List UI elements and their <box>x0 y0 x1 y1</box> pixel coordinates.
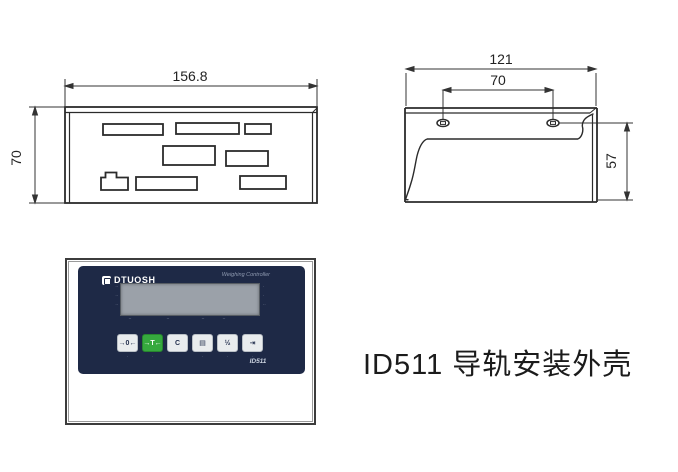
side-width-dim-label: 121 <box>489 51 513 67</box>
clear-button: C <box>167 334 188 352</box>
key-sub-mark: · <box>151 354 154 359</box>
front-frame-inner-line <box>68 261 313 422</box>
key-sub-mark: · <box>251 354 254 359</box>
rear-height-dim-label: 70 <box>8 150 24 166</box>
rail-clip-profile <box>405 113 594 201</box>
mounting-hole-right-slot <box>550 121 556 125</box>
front-panel-view: DTUOSH Weighing Controller ·· ·· ·· · · … <box>65 258 316 425</box>
lcd-bottom-mark: – <box>201 315 205 320</box>
cutout-slot-1 <box>102 123 164 136</box>
side-hole-spacing-dim-label: 70 <box>490 72 506 88</box>
tare-button: →T← <box>142 334 163 352</box>
side-height-dim-label: 57 <box>603 153 619 169</box>
lcd-left-indicator: ·· <box>115 284 118 289</box>
device-subtitle: Weighing Controller <box>221 272 270 278</box>
cutout-slot-2 <box>175 122 240 135</box>
lcd-right-indicator: · <box>263 284 265 289</box>
cutout-connector <box>100 171 129 191</box>
lcd-bottom-mark: – <box>166 315 170 320</box>
side-view-dimensions <box>404 65 633 202</box>
print-button: ▤ <box>192 334 213 352</box>
lcd-bottom-mark: – <box>128 315 132 320</box>
rear-width-dim-label: 156.8 <box>172 68 207 84</box>
exit-button: ⇥ <box>242 334 263 352</box>
brand-name: DTUOSH <box>114 275 156 285</box>
lcd-bottom-mark: – <box>222 315 226 320</box>
mounting-holes <box>436 118 560 128</box>
model-label: ID511 <box>249 358 267 365</box>
mounting-hole-left-slot <box>440 121 446 125</box>
lcd-right-indicator: ·· <box>263 302 266 307</box>
key-sub-mark: · <box>126 354 129 359</box>
cutout-slot-6 <box>135 176 198 191</box>
rear-view-drawing: 156.8 70 <box>8 68 319 205</box>
cutout-slot-4 <box>162 145 216 166</box>
key-sub-mark: · <box>201 354 204 359</box>
lcd-left-indicator: ·· <box>115 293 118 298</box>
rear-view-outline <box>64 106 318 204</box>
cutout-slot-5 <box>225 150 269 167</box>
brand-row: DTUOSH <box>102 275 156 285</box>
brand-logo-icon <box>102 275 111 285</box>
indicator-bezel: DTUOSH Weighing Controller ·· ·· ·· · · … <box>78 266 305 374</box>
rear-view-cutouts <box>100 122 287 191</box>
zero-button: →0← <box>117 334 138 352</box>
function-button: ½ <box>217 334 238 352</box>
side-view-outline <box>404 107 598 203</box>
keypad: →0← →T← C ▤ ½ ⇥ <box>117 334 263 352</box>
lcd-left-indicator: ·· <box>115 302 118 307</box>
keypad-sub-marks: · · · · · <box>117 355 263 359</box>
key-sub-mark: · <box>226 354 229 359</box>
lcd-right-indicator: · <box>263 293 265 298</box>
rear-view-dimensions <box>29 79 319 205</box>
drawing-caption: ID511 导轨安装外壳 <box>363 349 633 381</box>
side-view-drawing: 121 70 57 <box>404 51 633 203</box>
cutout-slot-3 <box>244 123 272 135</box>
key-sub-mark <box>167 355 188 359</box>
cutout-slot-7 <box>239 175 287 190</box>
lcd-display <box>120 283 260 316</box>
